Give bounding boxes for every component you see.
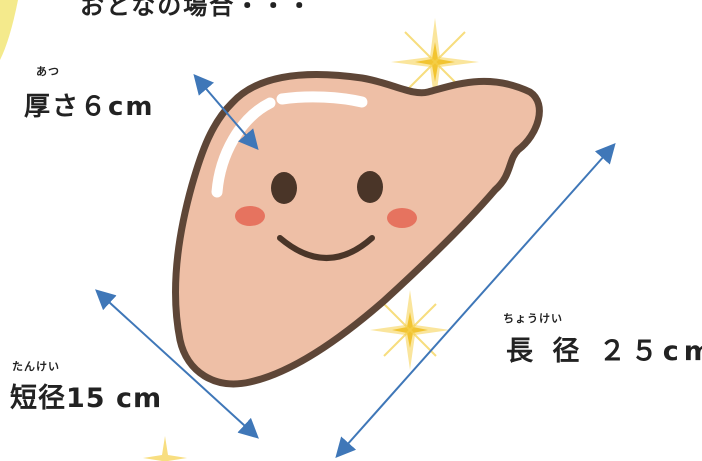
liver-character <box>172 71 543 388</box>
short-diameter-label: 短径15 cm <box>10 383 163 414</box>
long-diameter-arrow <box>335 143 616 458</box>
sparkle-icon <box>143 436 187 461</box>
long-diameter-ruby: ちょうけい <box>503 312 563 325</box>
left-cheek <box>235 206 265 226</box>
long-diameter-label: 長 径 ２５cm <box>506 336 702 367</box>
corner-accent <box>0 0 18 60</box>
liver-highlight <box>276 91 368 108</box>
short-diameter-ruby: たんけい <box>12 360 60 373</box>
page-heading: おとなの場合・・・ <box>80 0 314 20</box>
thickness-arrow <box>193 73 259 151</box>
thickness-label: 厚さ６cm <box>24 92 155 122</box>
short-diameter-arrow <box>95 289 259 439</box>
left-eye <box>271 172 297 204</box>
liver-body <box>172 71 543 388</box>
thickness-ruby: あつ <box>36 65 60 78</box>
right-cheek <box>387 208 417 228</box>
right-eye <box>357 171 383 203</box>
